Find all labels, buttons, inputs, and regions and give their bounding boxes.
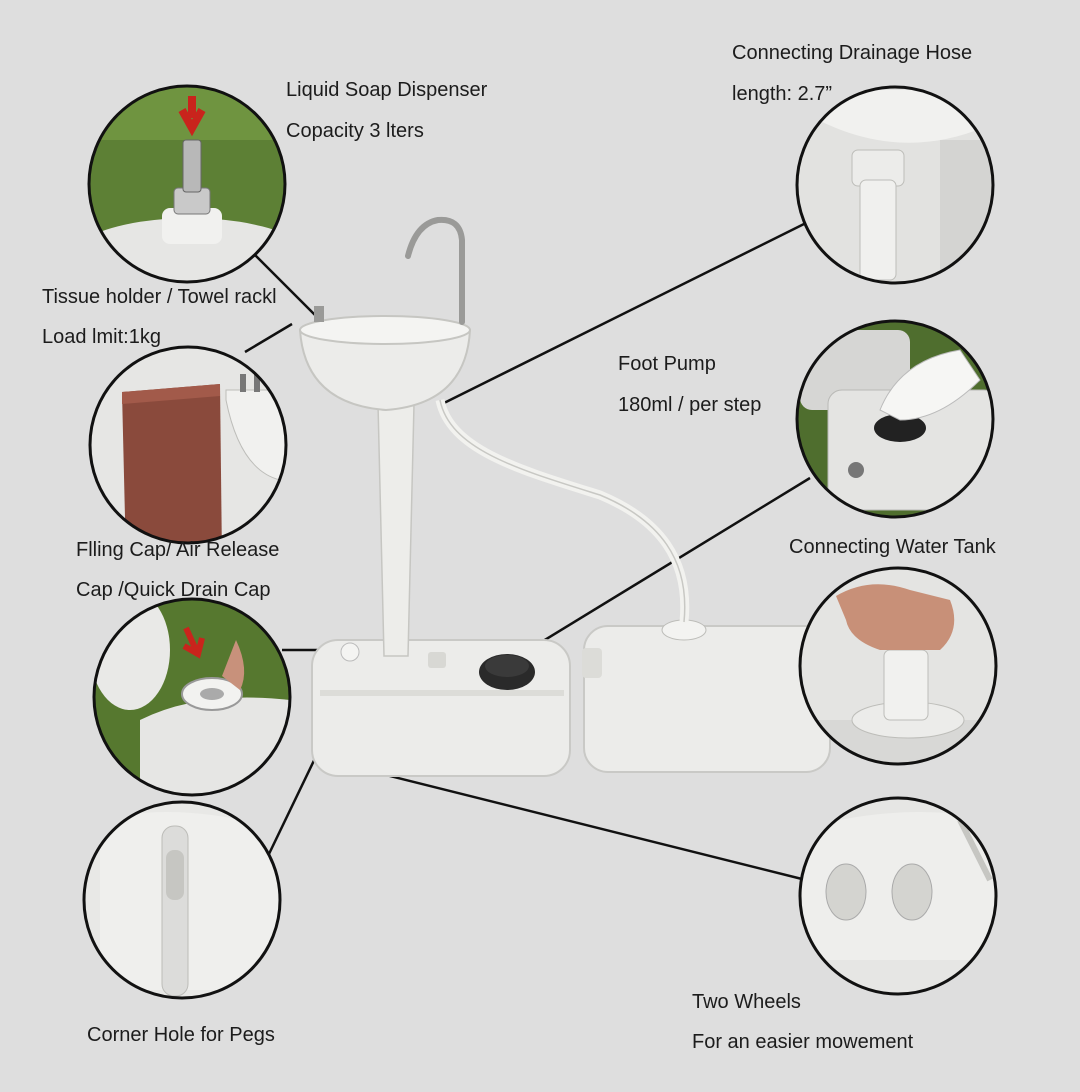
callout-foot-pump <box>795 319 995 519</box>
callout-filling-cap <box>92 597 292 797</box>
leader-hose <box>441 220 809 406</box>
wheels-benefit-label: For an easier mowement <box>692 1031 914 1053</box>
leader-pump <box>511 476 811 662</box>
water-tank-label: Connecting Water Tank <box>789 536 996 558</box>
hand <box>222 640 245 690</box>
tank-seam <box>320 690 564 696</box>
leader-tissue <box>244 322 293 354</box>
drainage-hose-label: Connecting Drainage Hose <box>732 42 973 64</box>
fresh-water-tank <box>583 625 831 773</box>
soap-pump <box>314 306 324 322</box>
foot-pump-label: Foot Pump <box>618 353 716 375</box>
shoe <box>879 349 981 421</box>
callout-wheels <box>798 796 998 996</box>
drainage-hose-outline <box>439 399 686 623</box>
wheels-label: Two Wheels <box>692 991 801 1013</box>
drain-cap-label: Cap /Quick Drain Cap <box>76 579 271 601</box>
callout-drainage-hose <box>795 85 995 285</box>
towel <box>122 384 222 543</box>
leader-soap <box>249 249 319 319</box>
tank-handle <box>582 648 602 678</box>
soap-dispenser-label: Liquid Soap Dispenser <box>286 79 488 101</box>
filling-cap <box>340 642 360 662</box>
drainage-hose <box>435 398 690 623</box>
callout-towel-rack <box>88 345 288 545</box>
air-release-cap <box>428 652 446 668</box>
foot-pump-top <box>485 655 529 677</box>
wash-station-illustration <box>298 216 831 777</box>
leader-wheels <box>349 764 807 882</box>
soap-capacity-label: Copacity 3 lters <box>286 120 424 142</box>
turn-arrow-icon <box>182 626 205 659</box>
callout-corner-hole <box>82 800 282 1000</box>
press-arrow-icon <box>178 96 206 137</box>
hose-length-label: length: 2.7” <box>732 83 833 105</box>
tank-connector <box>661 619 707 641</box>
leader-pegs <box>266 747 322 857</box>
hand <box>836 584 955 650</box>
basin-pedestal <box>377 403 415 657</box>
wash-basin <box>298 329 472 412</box>
towel-rack-label: Tissue holder / Towel rackl <box>42 286 277 308</box>
filling-cap-label: Flling Cap/ Air Release <box>76 539 280 561</box>
basin-rim <box>299 315 471 345</box>
pump-rate-label: 180ml / per step <box>618 394 762 416</box>
faucet <box>405 216 465 325</box>
corner-hole-label: Corner Hole for Pegs <box>87 1024 275 1046</box>
load-limit-label: Load lmit:1kg <box>42 326 161 348</box>
callout-soap-dispenser <box>87 84 287 284</box>
callout-water-tank <box>798 566 998 766</box>
